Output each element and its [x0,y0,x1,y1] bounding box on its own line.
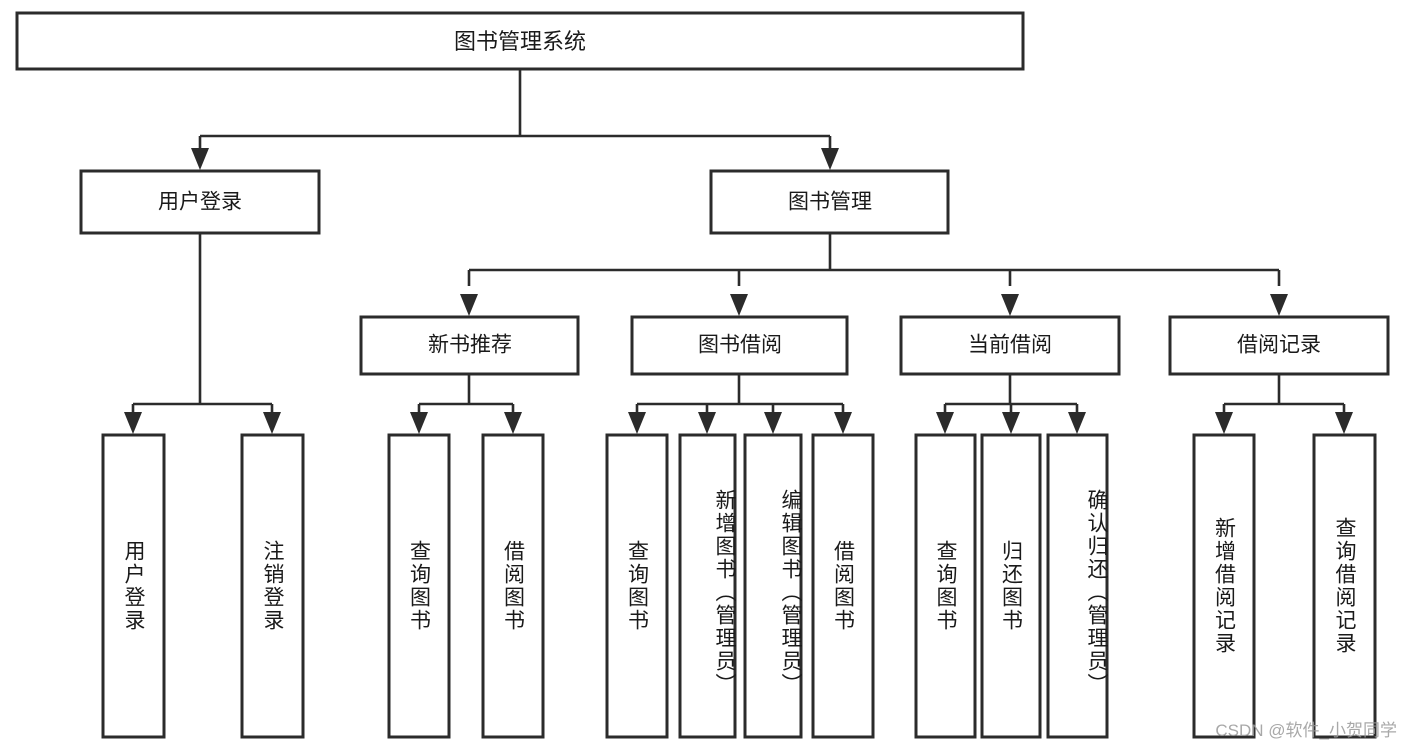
arrow-to-bb-add-book [698,412,716,434]
connector-new-book-recommend-bus [417,374,515,418]
connector-root-bus [198,69,832,152]
node-box-nbr-borrow-book[interactable] [481,433,545,739]
arrow-to-cb-query-book [936,412,954,434]
node-box-user-login[interactable] [79,169,321,235]
node-label-borrow-record: 借阅记录 [1237,334,1321,357]
node-box-bb-add-book[interactable] [678,433,737,739]
arrow-to-bb-edit-book [764,412,782,434]
watermark-text: CSDN @软件_小贺同学 [1215,721,1397,740]
arrow-to-cb-confirm-return [1068,412,1086,434]
node-label-root: 图书管理系统 [454,29,586,54]
arrow-to-book-borrow [730,294,748,316]
node-box-borrow-record[interactable] [1168,315,1390,376]
node-label-book-borrow: 图书借阅 [698,334,782,357]
node-box-bb-query-book[interactable] [605,433,669,739]
node-box-br-add-record[interactable] [1192,433,1256,739]
node-box-root[interactable] [15,11,1025,71]
arrow-to-br-add-record [1215,412,1233,434]
node-box-bb-borrow-book[interactable] [811,433,875,739]
node-label-book-management: 图书管理 [788,191,872,214]
arrow-to-book-management [821,148,839,170]
node-layer: 图书管理系统 用户登录 图书管理 新书推荐 图书借阅 当前借阅 借阅记录 [15,11,1390,739]
arrow-to-bb-query-book [628,412,646,434]
node-box-bb-edit-book[interactable] [743,433,803,739]
arrow-to-user-login [191,148,209,170]
node-label-user-login: 用户登录 [158,191,242,214]
node-box-br-query-record[interactable] [1312,433,1377,739]
connector-book-borrow-bus [635,374,845,418]
arrow-to-br-query-record [1335,412,1353,434]
arrow-to-nbr-query-book [410,412,428,434]
connector-book-management-bus [467,233,1281,286]
connector-borrow-record-bus [1222,374,1346,418]
connector-user-login-bus [131,233,274,418]
node-label-new-book-recommend: 新书推荐 [428,334,512,357]
arrow-to-bb-borrow-book [834,412,852,434]
arrow-to-current-borrow [1001,294,1019,316]
connector-layer [124,69,1353,434]
arrow-to-nbr-borrow-book [504,412,522,434]
node-box-user-logout-leaf[interactable] [240,433,305,739]
arrow-to-cb-return-book [1002,412,1020,434]
node-box-book-borrow[interactable] [630,315,849,376]
arrow-to-new-book-recommend [460,294,478,316]
node-box-new-book-recommend[interactable] [359,315,580,376]
node-box-nbr-query-book[interactable] [387,433,451,739]
node-box-current-borrow[interactable] [899,315,1121,376]
node-box-book-management[interactable] [709,169,950,235]
node-box-user-login-leaf[interactable] [101,433,166,739]
node-box-cb-query-book[interactable] [914,433,977,739]
connector-current-borrow-bus [943,374,1079,418]
arrow-to-borrow-record [1270,294,1288,316]
node-box-cb-confirm-return[interactable] [1046,433,1109,739]
node-label-current-borrow: 当前借阅 [968,334,1052,357]
arrow-to-user-login-leaf [124,412,142,434]
node-box-cb-return-book[interactable] [980,433,1042,739]
arrow-to-user-logout-leaf [263,412,281,434]
